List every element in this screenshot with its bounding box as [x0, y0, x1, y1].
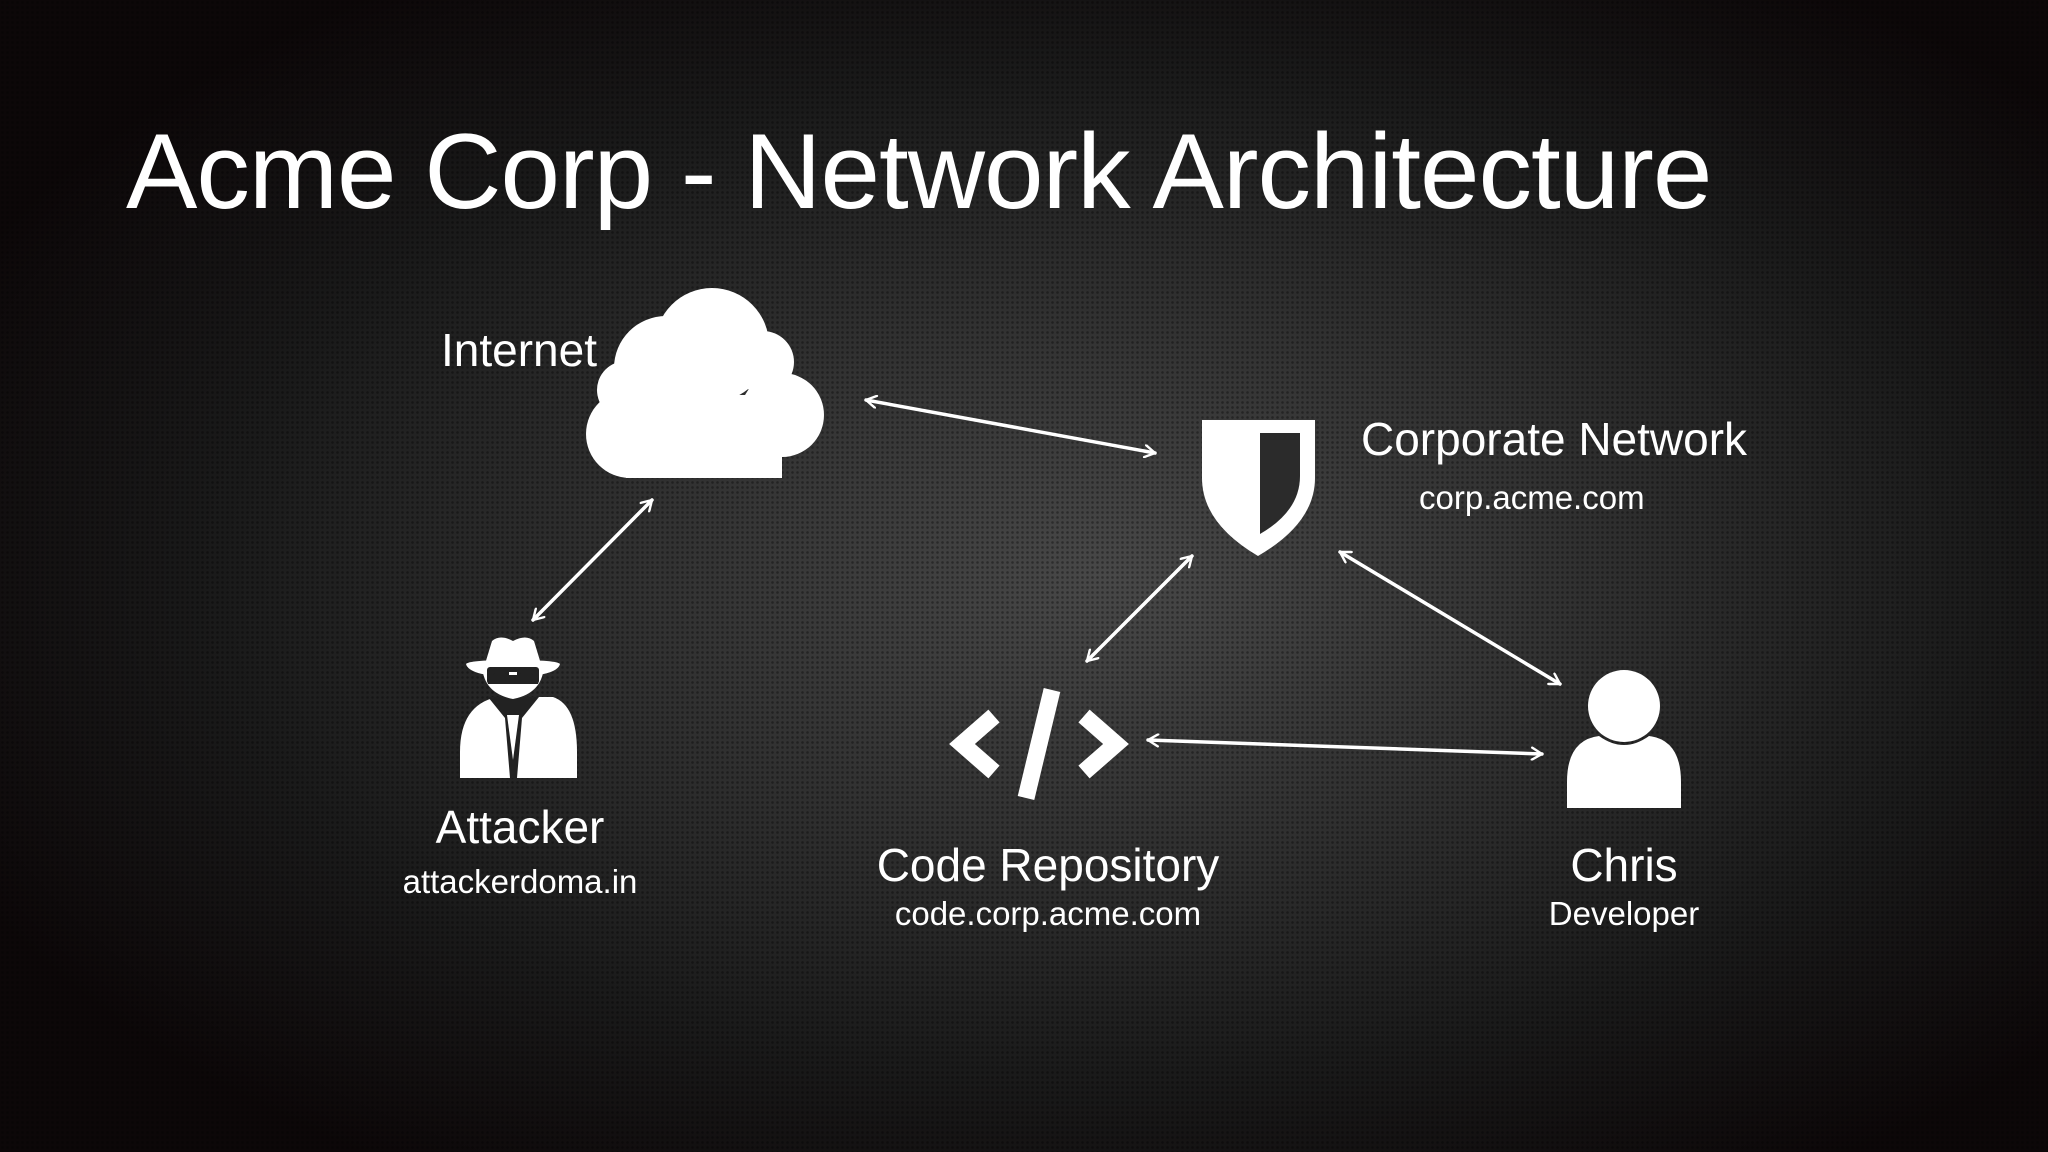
- code-repository-domain: code.corp.acme.com: [894, 895, 1202, 932]
- slide-title: Acme Corp - Network Architecture: [126, 111, 1712, 231]
- connector-internet-corporate: [864, 400, 1157, 453]
- connector-repository-developer: [1146, 740, 1544, 754]
- cloud-icon: [586, 288, 824, 478]
- connector-corporate-developer: [1338, 550, 1562, 686]
- code-repository-label: Code Repository: [876, 839, 1220, 891]
- internet-label: Internet: [441, 324, 597, 376]
- user-icon: [1567, 670, 1681, 808]
- corporate-network-domain: corp.acme.com: [1419, 479, 1645, 516]
- developer-name: Chris: [1570, 839, 1678, 891]
- developer-role: Developer: [1548, 895, 1700, 932]
- connector-internet-attacker: [531, 498, 654, 622]
- shield-icon: [1202, 420, 1315, 556]
- attacker-label: Attacker: [435, 801, 605, 853]
- attacker-domain: attackerdoma.in: [402, 863, 638, 900]
- corporate-network-label: Corporate Network: [1361, 413, 1748, 465]
- spy-icon: [460, 637, 577, 778]
- connector-corporate-repository: [1085, 554, 1194, 663]
- code-icon: [949, 688, 1129, 800]
